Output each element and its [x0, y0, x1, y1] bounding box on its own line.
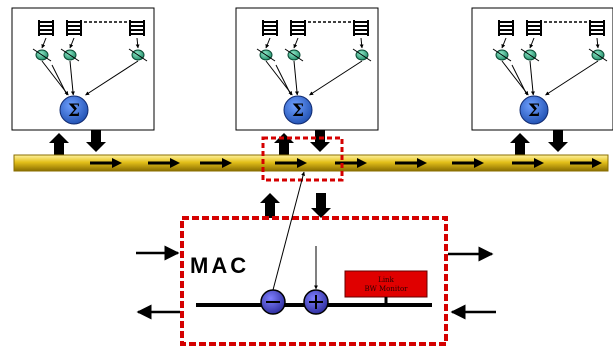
shared-bus	[13, 154, 609, 172]
tap-line-minus	[272, 171, 306, 291]
queue-icon	[353, 20, 369, 36]
node-bus-arrows	[49, 130, 568, 155]
scheduler-dot-icon	[60, 48, 80, 62]
bus-mac-arrows	[260, 193, 331, 218]
bus-flow-arrow	[512, 158, 544, 168]
bus-flow-arrow	[148, 158, 180, 168]
queue-icon	[129, 20, 145, 36]
mac-box: MAC − + Link BW Monitor	[180, 171, 448, 346]
sum-symbol: Σ	[528, 101, 540, 121]
scheduler-dot-icon	[352, 48, 372, 62]
sum-node: Σ	[283, 95, 313, 125]
queue-icon	[526, 20, 542, 36]
up-arrow	[274, 133, 294, 155]
queue-icon	[262, 20, 278, 36]
node-box: Σ	[235, 7, 379, 131]
scheduler-dot-icon	[588, 48, 608, 62]
node-box: Σ	[471, 7, 613, 131]
queue-icon	[290, 20, 306, 36]
node-box: Σ	[11, 7, 155, 131]
up-arrow	[49, 133, 69, 155]
queue-icon	[589, 20, 605, 36]
side-arrows	[136, 245, 496, 320]
queue-icon	[498, 20, 514, 36]
bus-flow-arrow	[275, 158, 307, 168]
sum-symbol: Σ	[68, 101, 80, 121]
down-arrow	[311, 193, 331, 218]
scheduler-dot-icon	[128, 48, 148, 62]
sum-node: Σ	[519, 95, 549, 125]
sum-node: Σ	[59, 95, 89, 125]
bus-bar	[13, 154, 609, 172]
scheduler-dot-icon	[256, 48, 276, 62]
bus-flow-arrow	[570, 158, 602, 168]
down-arrow	[86, 130, 106, 152]
sum-symbol: Σ	[292, 101, 304, 121]
mac-label: MAC	[190, 253, 249, 278]
bus-arrows	[90, 158, 602, 168]
scheduler-dot-icon	[520, 48, 540, 62]
bus-flow-arrow	[395, 158, 427, 168]
bus-flow-arrow	[335, 158, 367, 168]
down-arrow	[310, 130, 330, 152]
monitor-label-line1: Link	[378, 276, 394, 284]
up-arrow	[510, 133, 530, 155]
up-arrow	[260, 193, 280, 218]
plus-operator: +	[303, 289, 329, 315]
scheduler-dot-icon	[32, 48, 52, 62]
mac-box-border	[180, 216, 448, 346]
minus-operator: −	[260, 289, 286, 315]
highlight-box	[261, 136, 344, 182]
scheduler-dot-icon	[492, 48, 512, 62]
queue-icon	[38, 20, 54, 36]
scheduler-dot-icon	[284, 48, 304, 62]
monitor-label-line2: BW Monitor	[364, 285, 408, 293]
bus-flow-arrow	[452, 158, 484, 168]
down-arrow	[548, 130, 568, 152]
link-bw-monitor: Link BW Monitor	[344, 270, 428, 305]
bus-flow-arrow	[200, 158, 232, 168]
queue-icon	[66, 20, 82, 36]
bus-flow-arrow	[90, 158, 122, 168]
